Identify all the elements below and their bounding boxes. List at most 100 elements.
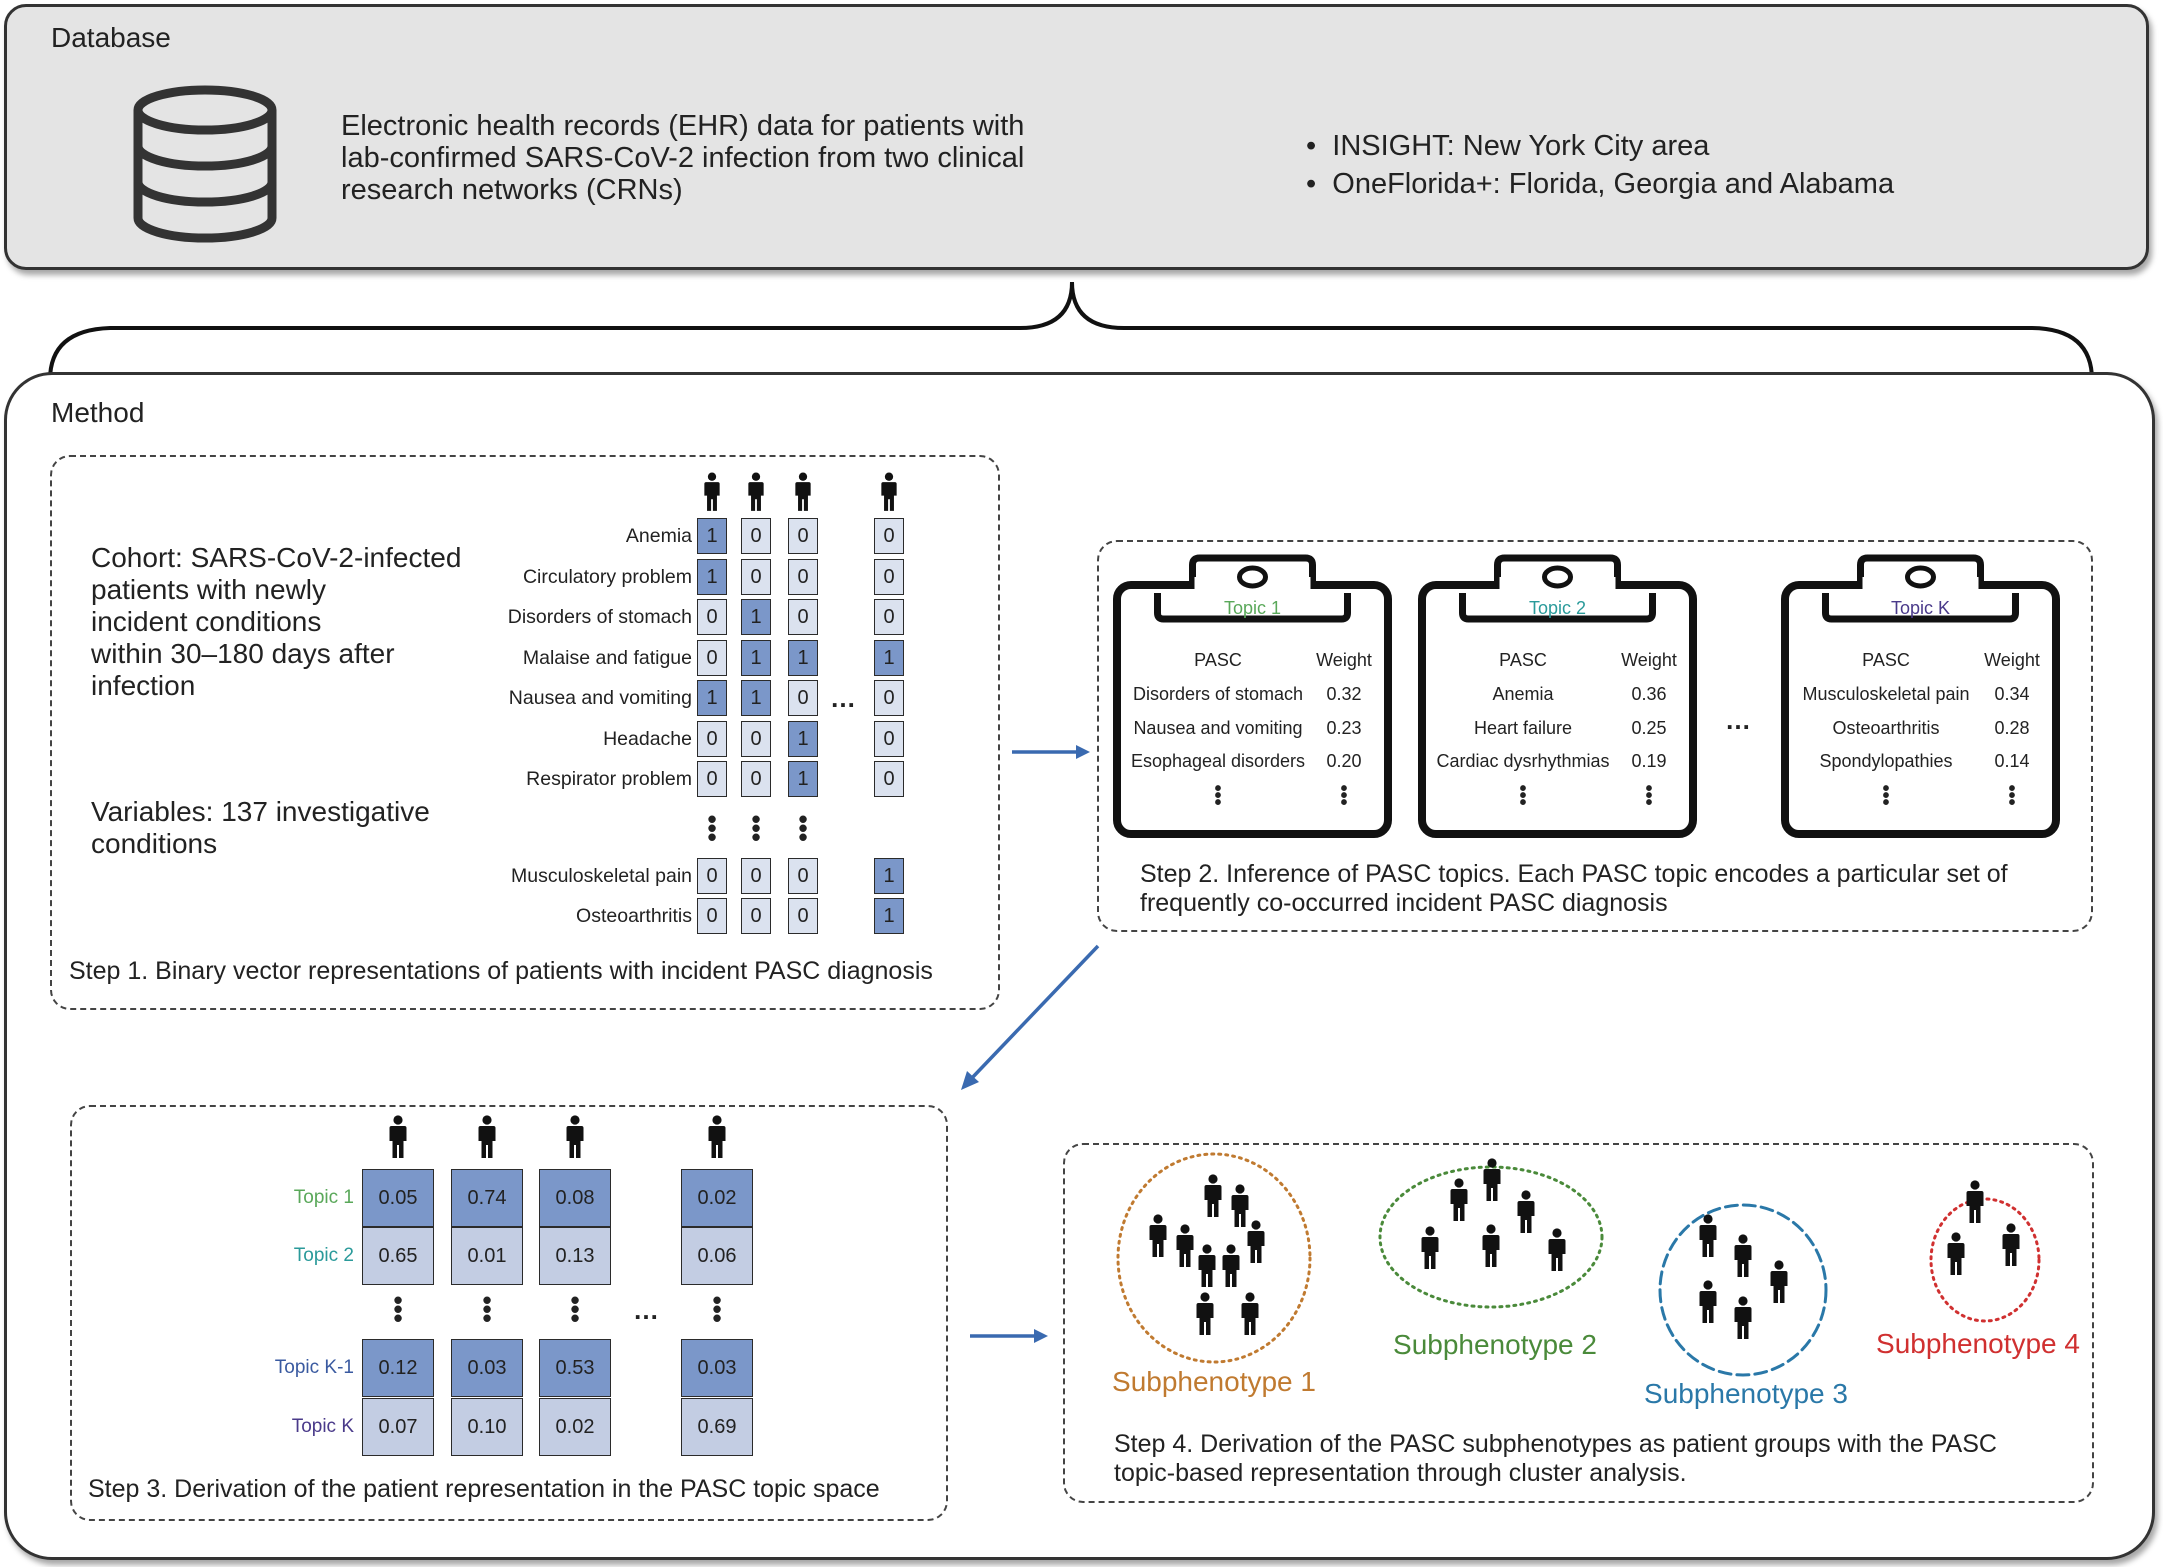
pasc-condition: Nausea and vomiting: [1133, 717, 1303, 738]
binary-cell: 0: [788, 518, 818, 554]
vertical-ellipsis: •••: [1519, 778, 1527, 814]
step1-panel: [50, 455, 1000, 1010]
topic-name: Topic K: [1890, 598, 1951, 618]
binary-cell: 0: [741, 720, 771, 757]
binary-cell: 0: [788, 599, 818, 635]
binary-cell: 0: [697, 761, 727, 797]
patient-icon: [707, 1115, 727, 1159]
patient-icon: [794, 472, 812, 512]
binary-cell: 1: [697, 518, 727, 554]
brace-connector: [48, 281, 2094, 380]
database-description-line: Electronic health records (EHR) data for…: [341, 110, 1025, 142]
topic-weight-cell: 0.01: [451, 1227, 523, 1285]
step1-caption: Step 1. Binary vector representations of…: [69, 957, 933, 985]
condition-label: Anemia: [625, 525, 692, 547]
subphenotype-label: Subphenotype 3: [1644, 1378, 1848, 1409]
pasc-condition: Esophageal disorders: [1130, 751, 1306, 771]
pasc-weight: 0.34: [1994, 684, 2030, 704]
cohort-description: Cohort: SARS-CoV-2-infected patients wit…: [91, 542, 461, 702]
pasc-weight: 0.14: [1994, 751, 2030, 771]
pasc-weight: 0.20: [1326, 751, 1362, 771]
pasc-weight: 0.19: [1631, 751, 1667, 771]
topic-weight-cell: 0.02: [539, 1398, 611, 1456]
topic-label: Topic 1: [293, 1187, 354, 1208]
cohort-line: incident conditions: [91, 606, 322, 637]
topic-weight-cell: 0.05: [362, 1169, 434, 1227]
cohort-line: within 30–180 days after: [91, 638, 395, 669]
binary-cell: 1: [741, 599, 771, 635]
step2-caption-line: Step 2. Inference of PASC topics. Each P…: [1140, 860, 2008, 888]
condition-label: Malaise and fatigue: [522, 646, 692, 669]
step4-panel: [1063, 1143, 2094, 1503]
patient-icon: [1698, 1214, 1718, 1258]
binary-cell: 0: [788, 858, 818, 894]
pasc-header: PASC: [1194, 650, 1242, 670]
patients-ellipsis: …: [830, 683, 856, 713]
patient-icon: [1203, 1174, 1223, 1218]
database-icon: [133, 85, 277, 243]
patient-icon: [1946, 1232, 1966, 1276]
pasc-weight: 0.32: [1326, 684, 1362, 704]
step2-caption: Step 2. Inference of PASC topics. Each P…: [1140, 860, 2008, 918]
pasc-header: PASC: [1862, 650, 1910, 670]
topic-weight-cell: 0.08: [539, 1169, 611, 1227]
binary-cell: 0: [874, 558, 904, 595]
condition-label: Osteoarthritis: [576, 905, 692, 927]
variables-description: Variables: 137 investigative conditions: [91, 796, 430, 860]
topic-weight-cell: 0.07: [362, 1398, 434, 1456]
binary-cell: 0: [697, 858, 727, 894]
patient-icon: [1481, 1224, 1501, 1268]
step2-caption-line: frequently co-occurred incident PASC dia…: [1140, 889, 1668, 917]
topic-weight-cell: 0.12: [362, 1339, 434, 1397]
binary-cell: 1: [874, 639, 904, 676]
binary-cell: 0: [697, 720, 727, 757]
binary-cell: 1: [697, 558, 727, 595]
weight-header: Weight: [1984, 650, 2040, 670]
cluster-outline: [1378, 1165, 1604, 1309]
topic-weight-cell: 0.65: [362, 1227, 434, 1285]
step4-caption-line: topic-based representation through clust…: [1114, 1459, 1687, 1487]
patient-icon: [1733, 1296, 1753, 1340]
condition-label: Nausea and vomiting: [508, 687, 692, 709]
network-item: • INSIGHT: New York City area: [1306, 130, 1710, 162]
patient-icon: [1547, 1228, 1567, 1272]
binary-cell: 0: [874, 720, 904, 757]
vertical-ellipsis: •••: [2008, 778, 2016, 814]
binary-cell: 1: [741, 680, 771, 716]
patient-icon: [1221, 1244, 1241, 1288]
database-description: Electronic health records (EHR) data for…: [341, 110, 1061, 206]
patient-icon: [747, 472, 765, 512]
binary-cell: 0: [788, 898, 818, 934]
binary-cell: 0: [874, 680, 904, 716]
vertical-ellipsis: •••: [570, 1285, 580, 1333]
binary-cell: 1: [697, 680, 727, 716]
clipboard-icon: [1113, 554, 1392, 838]
patient-icon: [1733, 1234, 1753, 1278]
topic-label: Topic K: [291, 1416, 354, 1437]
condition-label: Circulatory problem: [522, 565, 692, 588]
database-description-line: lab-confirmed SARS-CoV-2 infection from …: [341, 142, 1025, 174]
vertical-ellipsis: •••: [707, 804, 717, 852]
pasc-condition: Spondylopathies: [1819, 751, 1953, 771]
patient-icon: [565, 1115, 585, 1159]
topic-weight-cell: 0.13: [539, 1227, 611, 1285]
binary-cell: 0: [697, 639, 727, 676]
step2-panel: [1097, 540, 2093, 932]
patient-icon: [388, 1115, 408, 1159]
patient-icon: [1195, 1292, 1215, 1336]
binary-cell: 0: [874, 761, 904, 797]
topic-weight-cell: 0.69: [681, 1398, 753, 1456]
binary-cell: 1: [788, 720, 818, 757]
topic-weight-cell: 0.03: [451, 1339, 523, 1397]
patient-icon: [703, 472, 721, 512]
cohort-line: Cohort: SARS-CoV-2-infected: [91, 542, 462, 573]
binary-cell: 0: [788, 558, 818, 595]
topic-weight-cell: 0.02: [681, 1169, 753, 1227]
arrow-step1-to-step2: [1012, 745, 1090, 759]
binary-cell: 0: [788, 680, 818, 716]
patient-icon: [1246, 1220, 1266, 1264]
pasc-weight: 0.28: [1994, 717, 2030, 738]
binary-cell: 0: [874, 599, 904, 635]
weight-header: Weight: [1621, 650, 1677, 670]
vertical-ellipsis: •••: [482, 1285, 492, 1333]
